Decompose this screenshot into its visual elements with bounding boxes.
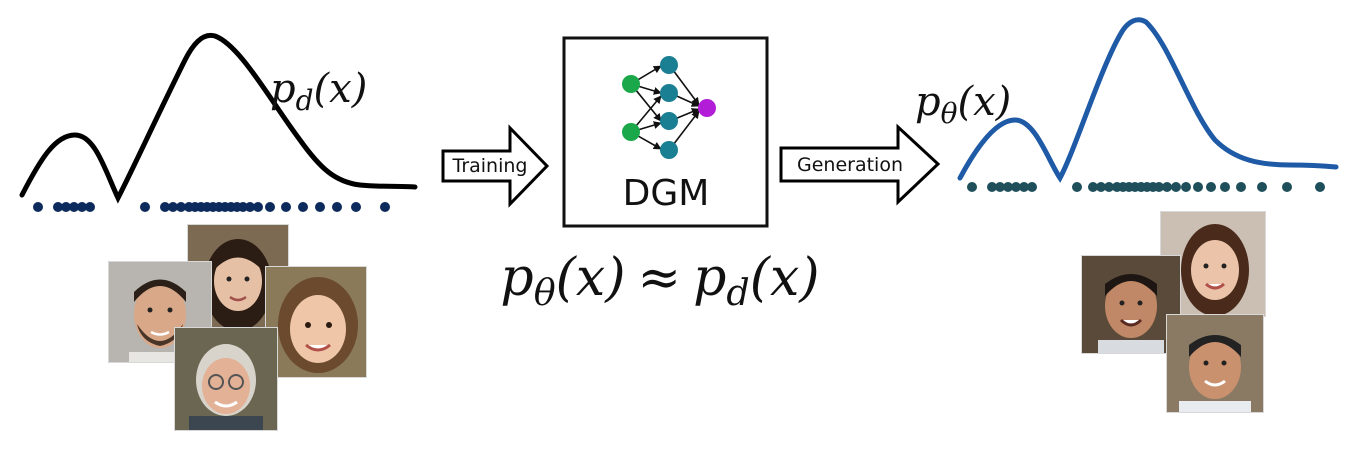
data-distribution-label: pd(x) bbox=[270, 66, 367, 117]
data-sample-dot bbox=[168, 202, 178, 212]
generation-arrow-label: Generation bbox=[797, 154, 903, 176]
data-sample-dot bbox=[351, 202, 361, 212]
data-sample-dot bbox=[380, 202, 390, 212]
data-sample-dot bbox=[253, 202, 263, 212]
generated-sample-dot bbox=[1088, 182, 1098, 192]
face-photo-man-smiling bbox=[1166, 314, 1264, 413]
face-photo-girl-curly bbox=[265, 266, 367, 378]
generated-sample-dot bbox=[967, 182, 977, 192]
data-sample-dot bbox=[140, 202, 150, 212]
data-sample-dot bbox=[33, 202, 43, 212]
data-sample-dot bbox=[69, 202, 79, 212]
dgm-model-box: DGM bbox=[562, 36, 769, 228]
generated-sample-dot bbox=[1162, 182, 1172, 192]
approximation-equation: pθ(x)≈pd(x) bbox=[500, 248, 819, 314]
data-sample-dot bbox=[238, 202, 248, 212]
face-photo-man-beard bbox=[108, 261, 212, 363]
neural-network-icon bbox=[622, 56, 716, 159]
generated-sample-dot bbox=[1220, 182, 1230, 192]
model-distribution-curve bbox=[957, 17, 1339, 183]
generated-sample-dot bbox=[995, 182, 1005, 192]
data-sample-dot bbox=[61, 202, 71, 212]
dgm-label: DGM bbox=[623, 173, 710, 214]
data-distribution-curve bbox=[19, 32, 418, 204]
generated-sample-dot bbox=[1181, 182, 1191, 192]
generated-sample-dot bbox=[1193, 182, 1203, 192]
generated-sample-dot bbox=[1104, 182, 1114, 192]
generated-sample-dot bbox=[1011, 182, 1021, 192]
generated-sample-dot bbox=[1171, 182, 1181, 192]
generated-sample-dot bbox=[1257, 182, 1267, 192]
training-arrow-label: Training bbox=[452, 155, 528, 177]
generation-arrow: Generation bbox=[779, 123, 941, 206]
face-photo-young-man-smiling bbox=[1081, 255, 1181, 354]
data-sample-dot bbox=[245, 202, 255, 212]
data-samples bbox=[33, 202, 390, 212]
generated-samples bbox=[967, 182, 1325, 192]
data-sample-dot bbox=[332, 202, 342, 212]
generated-sample-dot bbox=[1027, 182, 1037, 192]
generated-sample-dot bbox=[1019, 182, 1029, 192]
generated-sample-dot bbox=[1096, 182, 1106, 192]
generated-sample-dot bbox=[1154, 182, 1164, 192]
generated-sample-dot bbox=[1236, 182, 1246, 192]
generated-sample-dot bbox=[1206, 182, 1216, 192]
data-sample-dot bbox=[85, 202, 95, 212]
generated-sample-dot bbox=[1315, 182, 1325, 192]
data-sample-dot bbox=[281, 202, 291, 212]
data-sample-dot bbox=[265, 202, 275, 212]
generated-sample-dot bbox=[1003, 182, 1013, 192]
data-sample-dot bbox=[77, 202, 87, 212]
data-sample-dot bbox=[176, 202, 186, 212]
generated-sample-dot bbox=[1282, 182, 1292, 192]
generated-sample-dot bbox=[987, 182, 997, 192]
data-sample-dot bbox=[298, 202, 308, 212]
data-sample-dot bbox=[315, 202, 325, 212]
data-sample-dot bbox=[53, 202, 63, 212]
data-sample-dot bbox=[160, 202, 170, 212]
model-distribution-label: pθ(x) bbox=[915, 79, 1011, 130]
face-photo-older-woman-glasses bbox=[174, 327, 278, 431]
generated-sample-dot bbox=[1072, 182, 1082, 192]
training-arrow: Training bbox=[441, 124, 550, 208]
